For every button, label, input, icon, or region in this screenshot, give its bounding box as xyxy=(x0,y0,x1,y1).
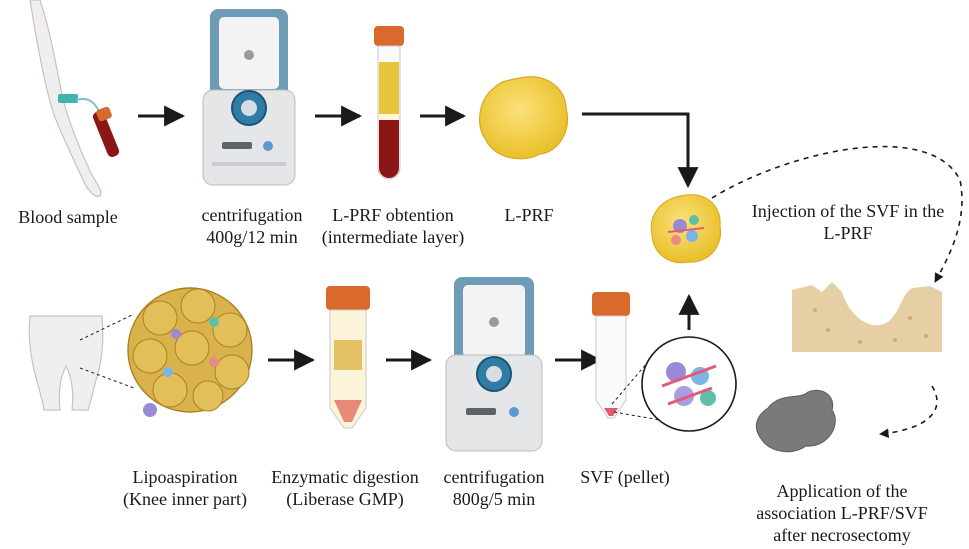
label-lprf-obtention: L-PRF obtention (intermediate layer) xyxy=(321,205,465,247)
necrotic-bone-icon xyxy=(755,389,836,453)
bone-defect-icon xyxy=(792,282,942,352)
label-application: Application of the association L-PRF/SVF… xyxy=(756,481,928,545)
blood-tube-icon xyxy=(374,26,404,180)
label-lprf: L-PRF xyxy=(504,205,554,225)
legs-icon xyxy=(28,315,104,411)
svf-cells-zoom-icon xyxy=(641,336,737,432)
label-svf-pellet: SVF (pellet) xyxy=(580,467,670,487)
label-blood-sample: Blood sample xyxy=(18,207,118,227)
arrow-4 xyxy=(582,112,699,189)
label-injection: Injection of the SVF in the L-PRF xyxy=(751,201,945,243)
lprf-svf-combined-icon xyxy=(650,194,722,264)
conical-tube-2-icon xyxy=(592,292,630,419)
dashed-arrow-2 xyxy=(879,385,938,438)
dashed-arrow-1 xyxy=(711,145,963,283)
arm-blood-draw-icon xyxy=(29,0,120,197)
label-centrifugation-1: centrifugation 400g/12 min xyxy=(201,205,303,247)
centrifuge-1-icon xyxy=(202,9,296,186)
lprf-clot-icon xyxy=(478,76,569,160)
adipose-tissue-icon xyxy=(127,287,253,417)
label-enzymatic-digestion: Enzymatic digestion (Liberase GMP) xyxy=(271,467,419,509)
label-centrifugation-2: centrifugation 800g/5 min xyxy=(443,467,545,509)
conical-tube-1-icon xyxy=(326,286,370,429)
label-lipoaspiration: Lipoaspiration (Knee inner part) xyxy=(123,467,247,509)
centrifuge-2-icon xyxy=(445,277,543,452)
